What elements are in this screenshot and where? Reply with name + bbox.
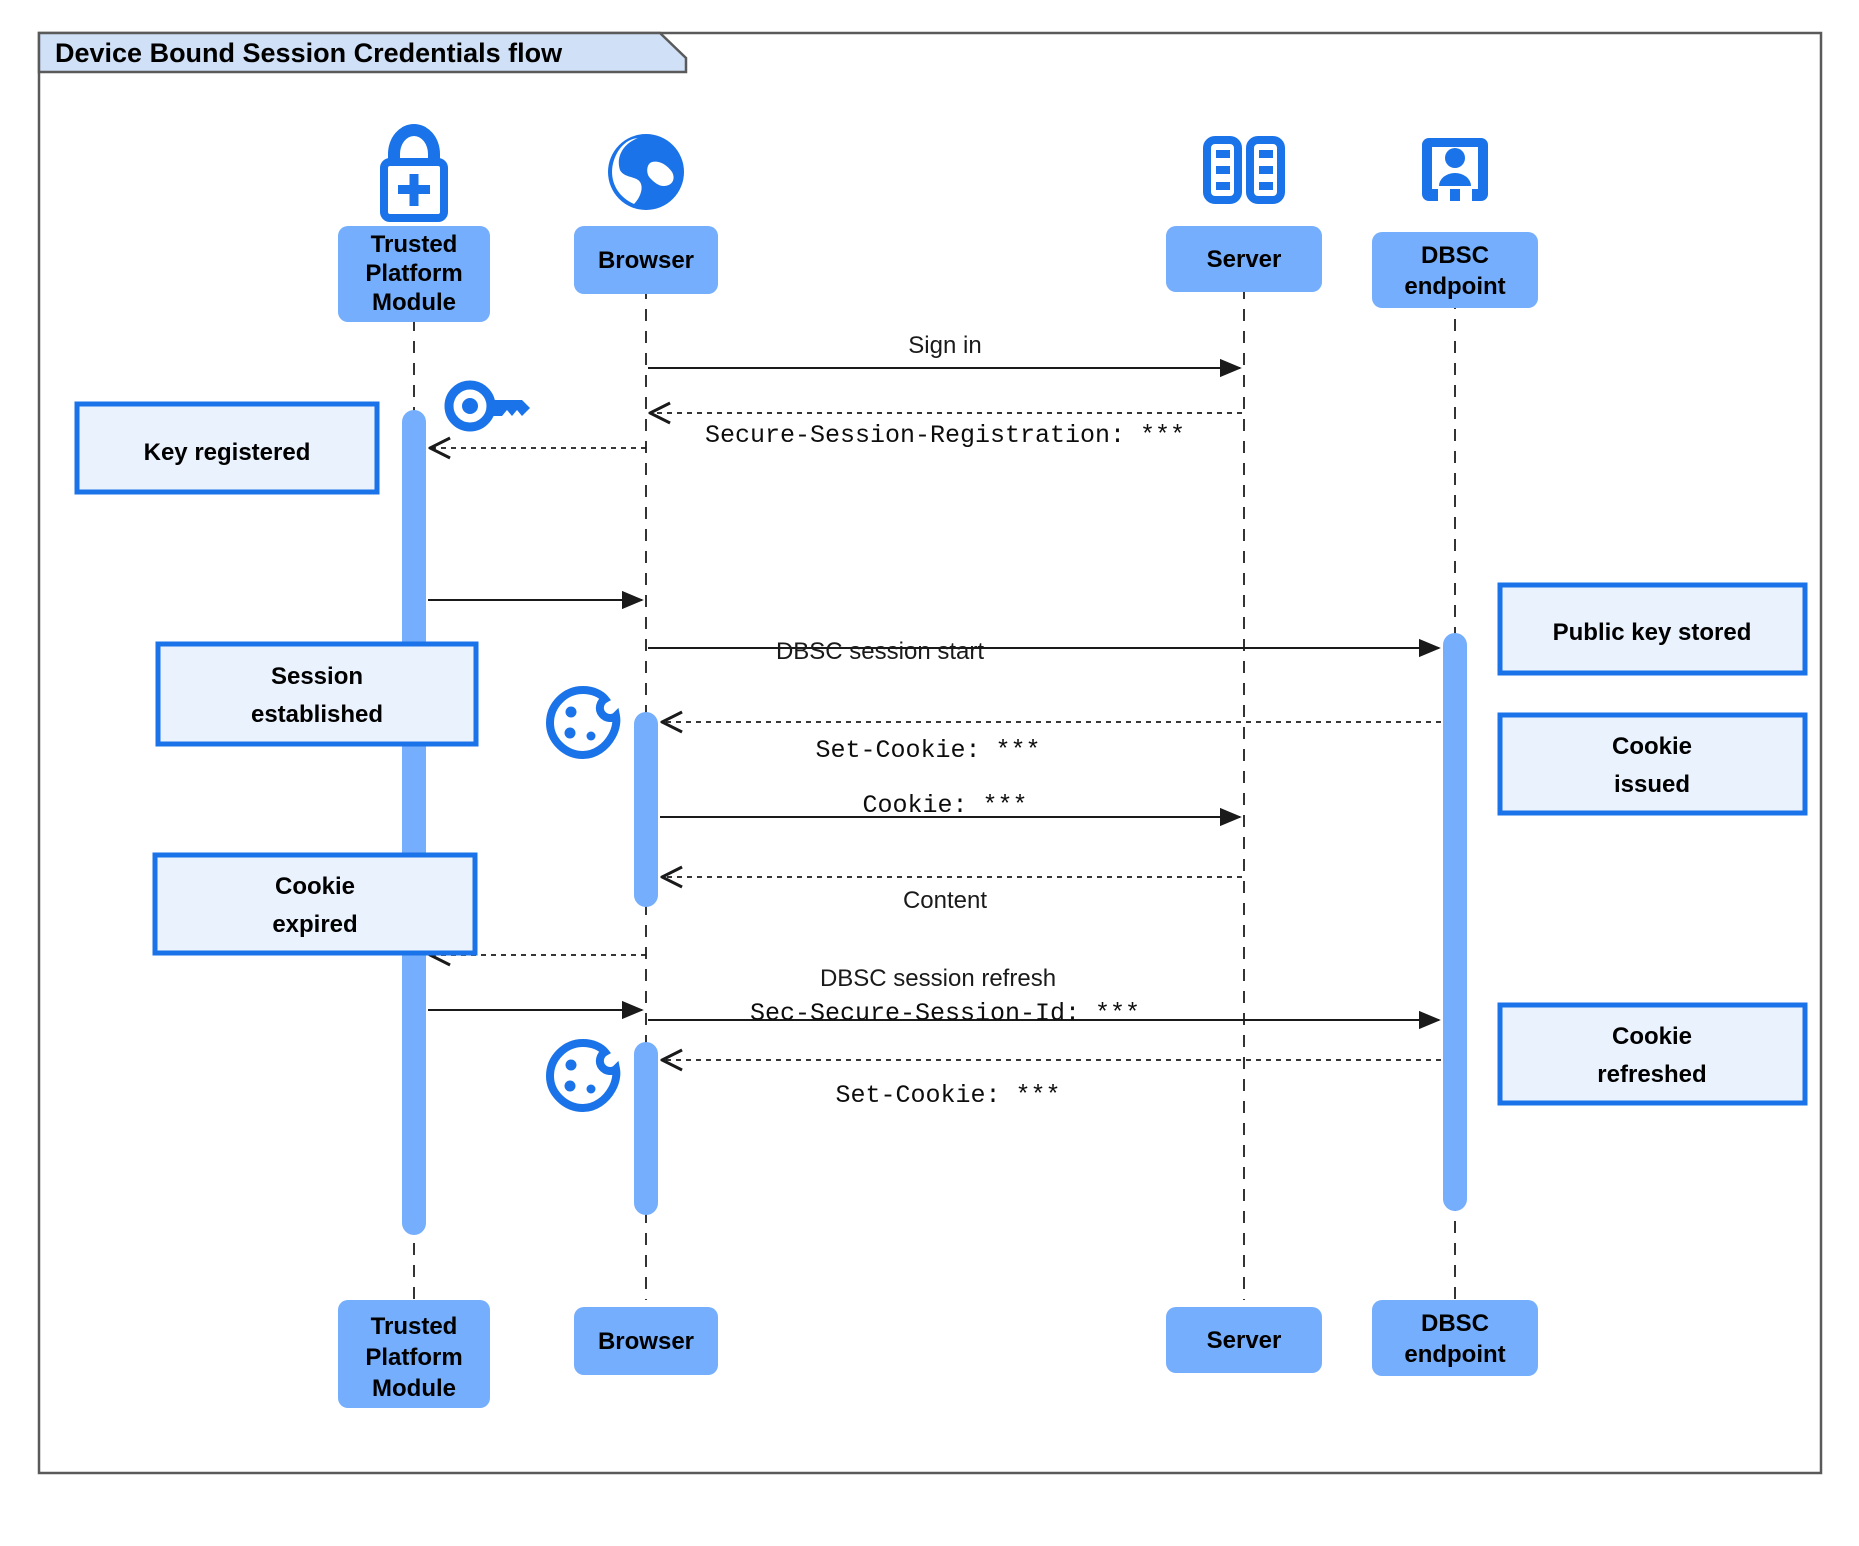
participant-foot-label-dbsc-line1: DBSC bbox=[1421, 1310, 1489, 1337]
participant-tpm-foot[interactable]: Trusted Platform Module bbox=[338, 1300, 490, 1408]
participant-browser-head[interactable]: Browser bbox=[574, 134, 718, 294]
participant-label-dbsc-line1: DBSC bbox=[1421, 242, 1489, 269]
note-label-session-established-line2: established bbox=[251, 701, 383, 728]
note-cookie-refreshed: Cookie refreshed bbox=[1497, 1002, 1808, 1106]
message-label-cookie: Cookie: *** bbox=[862, 791, 1027, 820]
participant-label-server: Server bbox=[1207, 246, 1282, 273]
participant-foot-box-server[interactable] bbox=[1166, 1307, 1322, 1373]
participant-label-tpm-line3: Module bbox=[372, 289, 456, 316]
participant-foot-box-dbsc[interactable] bbox=[1372, 1300, 1538, 1376]
message-label-dbsc-session-start: DBSC session start bbox=[776, 638, 984, 665]
note-label-key-registered: Key registered bbox=[144, 439, 311, 466]
note-label-cookie-refreshed-line2: refreshed bbox=[1597, 1061, 1706, 1088]
participant-dbsc-foot[interactable]: DBSC endpoint bbox=[1372, 1300, 1538, 1376]
globe-icon bbox=[608, 134, 684, 210]
note-label-cookie-expired-line2: expired bbox=[272, 911, 357, 938]
key-icon bbox=[444, 380, 530, 432]
note-label-cookie-issued-line1: Cookie bbox=[1612, 733, 1692, 760]
cookie-icon bbox=[545, 685, 621, 760]
participant-label-tpm-line1: Trusted bbox=[371, 231, 458, 258]
note-cookie-expired: Cookie expired bbox=[152, 852, 478, 956]
participant-server-head[interactable]: Server bbox=[1166, 136, 1322, 292]
participant-tpm-head[interactable]: Trusted Platform Module bbox=[338, 124, 490, 322]
message-label-sign-in: Sign in bbox=[908, 332, 981, 359]
participant-foot-box-tpm[interactable] bbox=[338, 1300, 490, 1408]
participant-foot-label-tpm-line3: Module bbox=[372, 1375, 456, 1402]
participant-label-browser: Browser bbox=[598, 247, 694, 274]
participant-foot-label-browser: Browser bbox=[598, 1328, 694, 1355]
messages: Sign in Secure-Session-Registration: ***… bbox=[428, 332, 1441, 1110]
diagram-frame: Device Bound Session Credentials flow bbox=[37, 31, 1823, 1475]
message-label-content: Content bbox=[903, 887, 987, 914]
activation-browser-2 bbox=[634, 1042, 658, 1215]
participant-label-dbsc-line2: endpoint bbox=[1404, 273, 1505, 300]
note-session-established: Session established bbox=[155, 641, 479, 747]
participant-foot-box-browser[interactable] bbox=[574, 1307, 718, 1375]
note-public-key-stored: Public key stored bbox=[1497, 582, 1808, 676]
participant-dbsc-head[interactable]: DBSC endpoint bbox=[1372, 138, 1538, 308]
note-label-public-key-stored: Public key stored bbox=[1553, 619, 1752, 646]
participant-box-browser[interactable] bbox=[574, 226, 718, 294]
note-key-registered: Key registered bbox=[74, 401, 380, 495]
message-label-secure-session-registration: Secure-Session-Registration: *** bbox=[705, 421, 1185, 450]
participant-box-server[interactable] bbox=[1166, 226, 1322, 292]
message-label-set-cookie-2: Set-Cookie: *** bbox=[835, 1081, 1060, 1110]
note-cookie-issued: Cookie issued bbox=[1497, 712, 1808, 816]
participant-foot-label-dbsc-line2: endpoint bbox=[1404, 1341, 1505, 1368]
participant-foot-label-tpm-line2: Platform bbox=[365, 1344, 462, 1371]
participant-box-tpm[interactable] bbox=[338, 226, 490, 322]
note-label-cookie-refreshed-line1: Cookie bbox=[1612, 1023, 1692, 1050]
participant-label-tpm-line2: Platform bbox=[365, 260, 462, 287]
id-badge-icon bbox=[1422, 138, 1488, 201]
lock-plus-icon bbox=[380, 124, 448, 222]
cookie-icon bbox=[545, 1038, 621, 1113]
participant-foot-label-tpm-line1: Trusted bbox=[371, 1313, 458, 1340]
participant-server-foot[interactable]: Server bbox=[1166, 1307, 1322, 1373]
server-icon bbox=[1203, 136, 1285, 204]
participant-browser-foot[interactable]: Browser bbox=[574, 1307, 718, 1375]
activation-dbsc bbox=[1443, 633, 1467, 1211]
activation-browser-1 bbox=[634, 712, 658, 907]
participant-foot-label-server: Server bbox=[1207, 1327, 1282, 1354]
participant-box-dbsc[interactable] bbox=[1372, 232, 1538, 308]
message-label-set-cookie-1: Set-Cookie: *** bbox=[815, 736, 1040, 765]
activation-tpm bbox=[402, 410, 426, 1235]
message-label-dbsc-session-refresh: DBSC session refresh bbox=[820, 965, 1056, 992]
note-label-cookie-issued-line2: issued bbox=[1614, 771, 1690, 798]
note-label-session-established-line1: Session bbox=[271, 663, 363, 690]
message-label-sec-secure-session-id: Sec-Secure-Session-Id: *** bbox=[750, 999, 1140, 1028]
frame-title: Device Bound Session Credentials flow bbox=[55, 38, 563, 68]
activation-bars bbox=[402, 410, 1467, 1235]
note-label-cookie-expired-line1: Cookie bbox=[275, 873, 355, 900]
